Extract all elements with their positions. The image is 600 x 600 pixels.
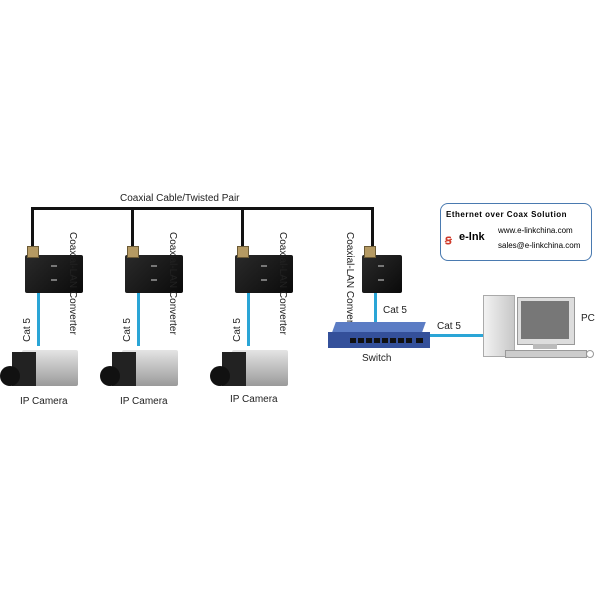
converter-label: Coaxial-LAN Converter — [167, 232, 178, 335]
elink-logo-icon: ꞩ — [445, 232, 452, 247]
cat5-label: Cat 5 — [22, 318, 33, 342]
cat5-line — [247, 293, 250, 346]
ip-camera — [0, 346, 80, 392]
email[interactable]: sales@e-linkchina.com — [498, 241, 581, 250]
coax-drop — [241, 207, 244, 247]
pc — [483, 295, 594, 361]
cat5-label: Cat 5 — [383, 305, 407, 316]
converter — [125, 246, 183, 293]
camera-label: IP Camera — [120, 396, 168, 407]
converter-label: Coaxial-LAN Converter — [277, 232, 288, 335]
ip-camera — [100, 346, 180, 392]
cat5-line — [430, 334, 484, 337]
info-box: Ethernet over Coax Solution ꞩ e-lnk www.… — [440, 203, 592, 261]
cat5-line — [137, 293, 140, 346]
coax-trunk-line — [31, 207, 374, 210]
coax-drop — [371, 207, 374, 247]
brand-name: e-lnk — [459, 231, 485, 243]
coax-drop — [31, 207, 34, 247]
coax-drop — [131, 207, 134, 247]
camera-label: IP Camera — [20, 396, 68, 407]
cat5-line — [374, 293, 377, 323]
cat5-line — [37, 293, 40, 346]
info-title: Ethernet over Coax Solution — [446, 210, 568, 219]
trunk-label: Coaxial Cable/Twisted Pair — [120, 193, 240, 204]
camera-label: IP Camera — [230, 394, 278, 405]
converter-label: Coaxial-LAN Converter — [67, 232, 78, 335]
network-switch — [328, 322, 430, 348]
ip-camera — [210, 346, 290, 392]
cat5-label: Cat 5 — [232, 318, 243, 342]
converter — [25, 246, 83, 293]
switch-label: Switch — [362, 353, 392, 364]
converter — [362, 246, 402, 293]
cat5-label: Cat 5 — [122, 318, 133, 342]
converter — [235, 246, 293, 293]
website[interactable]: www.e-linkchina.com — [498, 226, 573, 235]
cat5-label: Cat 5 — [437, 321, 461, 332]
pc-label: PC — [581, 313, 595, 324]
converter-label: Coaxial-LAN Converter — [344, 232, 355, 335]
